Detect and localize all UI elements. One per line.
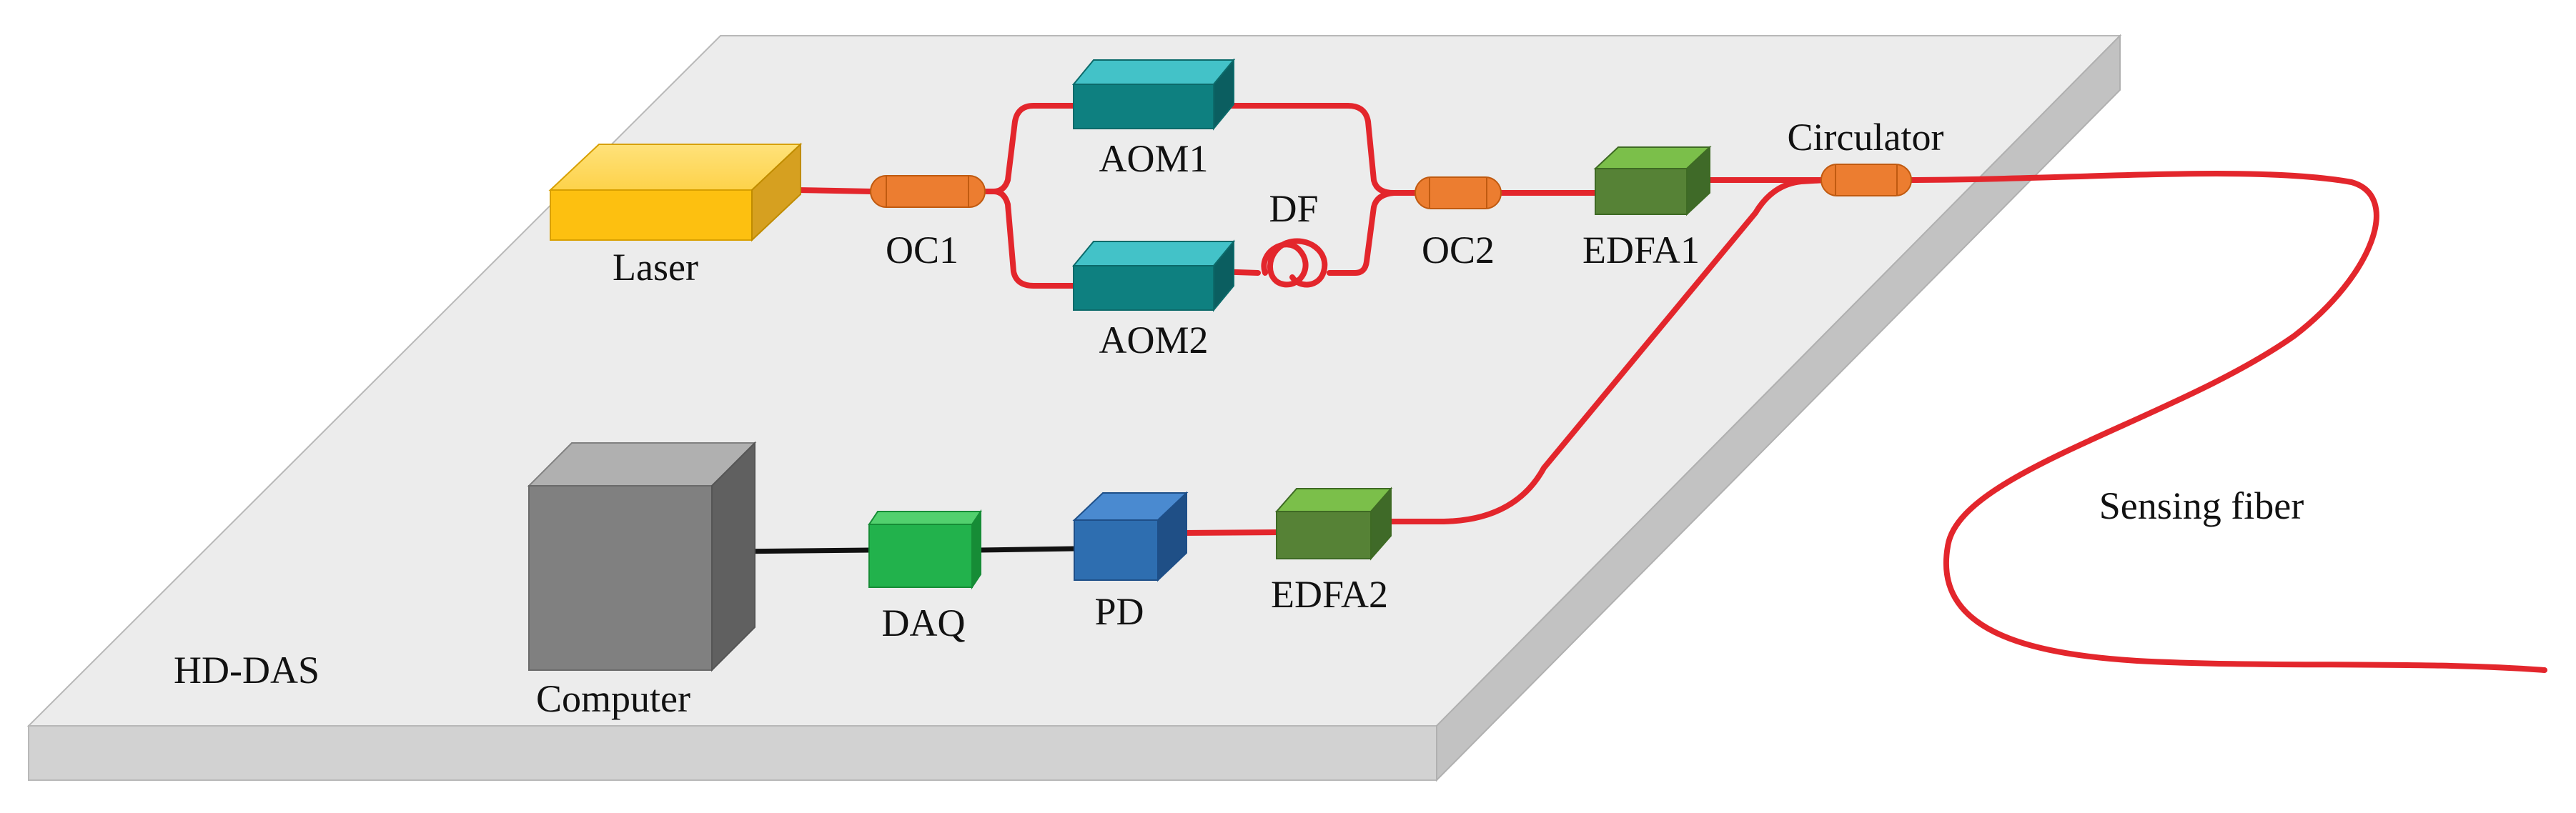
sensing-fiber — [1904, 171, 2547, 673]
label-oc2: OC2 — [1422, 229, 1495, 271]
df-coil — [1261, 238, 1328, 288]
daq-box — [868, 509, 982, 590]
fiber-laser-oc1 — [794, 187, 875, 194]
board-front — [28, 725, 1437, 781]
fiber-edfa2-pd — [1180, 529, 1282, 536]
board-side — [1436, 34, 2121, 782]
fiber-paths — [794, 103, 2547, 673]
laser-box — [548, 142, 803, 242]
label-pd: PD — [1094, 590, 1144, 633]
label-aom1: AOM1 — [1099, 137, 1208, 180]
fiber-circulator-return — [1385, 177, 1829, 524]
cable-daq-pd — [979, 546, 1075, 553]
computer-box — [527, 441, 757, 672]
aom2-box — [1071, 239, 1236, 312]
label-laser: Laser — [613, 246, 698, 289]
label-daq: DAQ — [882, 602, 966, 644]
label-aom2: AOM2 — [1099, 319, 1208, 361]
labels: Laser OC1 AOM1 AOM2 DF OC2 EDFA1 Circula… — [174, 116, 2304, 720]
edfa1-box — [1593, 145, 1712, 216]
label-system: HD-DAS — [174, 649, 319, 692]
label-oc1: OC1 — [886, 229, 958, 271]
oc2-coupler — [1415, 176, 1502, 209]
edfa2-box — [1274, 487, 1393, 561]
circulator — [1820, 164, 1912, 196]
fiber-oc1-lower — [991, 189, 1078, 289]
oc1-coupler — [870, 175, 986, 208]
pd-box — [1072, 491, 1189, 582]
label-edfa2: EDFA2 — [1271, 573, 1388, 616]
label-circulator: Circulator — [1788, 116, 1944, 159]
label-edfa1: EDFA1 — [1582, 229, 1700, 271]
label-computer: Computer — [536, 677, 690, 720]
label-sensing-fiber: Sensing fiber — [2099, 484, 2304, 527]
aom1-box — [1071, 58, 1236, 131]
label-df: DF — [1269, 187, 1318, 230]
